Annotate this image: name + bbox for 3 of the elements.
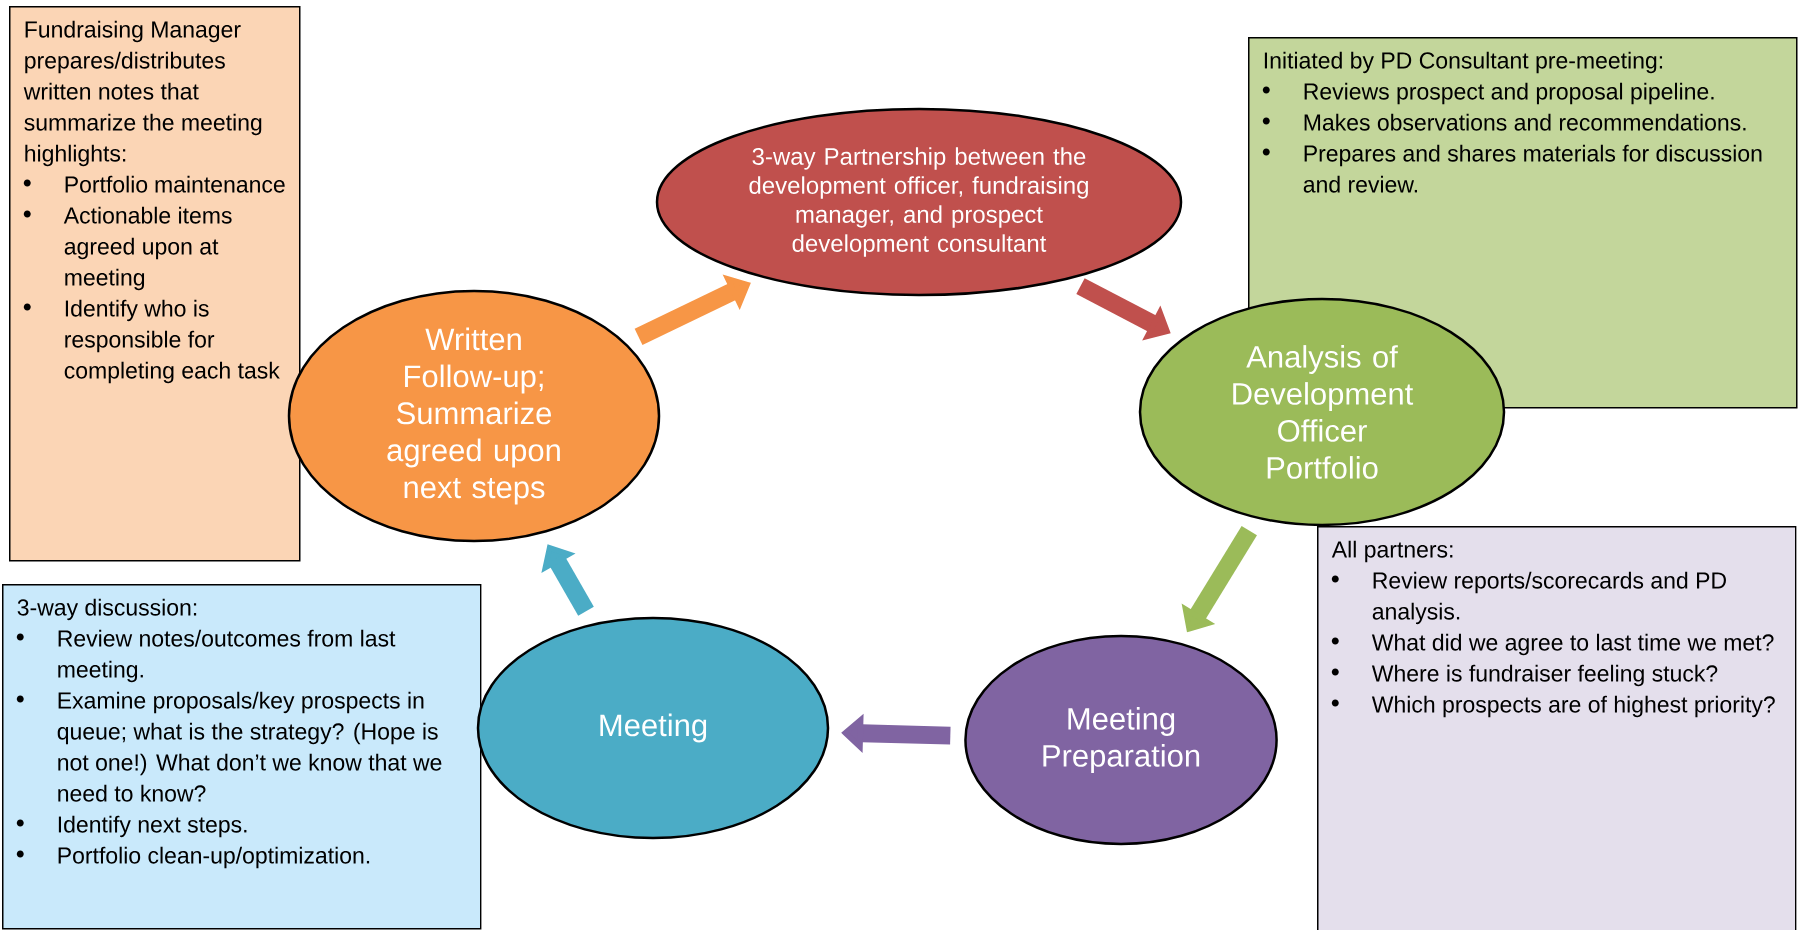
note-box: All partners: Review reports/scorecards and PD analysis. What did we agree to last time we met? Where is fundraiser feeling stuck? Which prospects are of highest priority? — [1317, 526, 1797, 930]
note-box: 3-way discussion: Review notes/outcomes from last meeting. Examine proposals/key prospects in queue; what is the strategy? (Hope is not one!) What don’t we know that we need to know? Identify next steps. Portfolio clean-up/optimization. — [2, 584, 482, 930]
note-box: Fundraising Manager prepares/distributes written notes that summarize the meeting highlights: Portfolio maintenance Actionable items agreed upon at meeting Identify who is responsible for completing each task — [9, 6, 301, 562]
